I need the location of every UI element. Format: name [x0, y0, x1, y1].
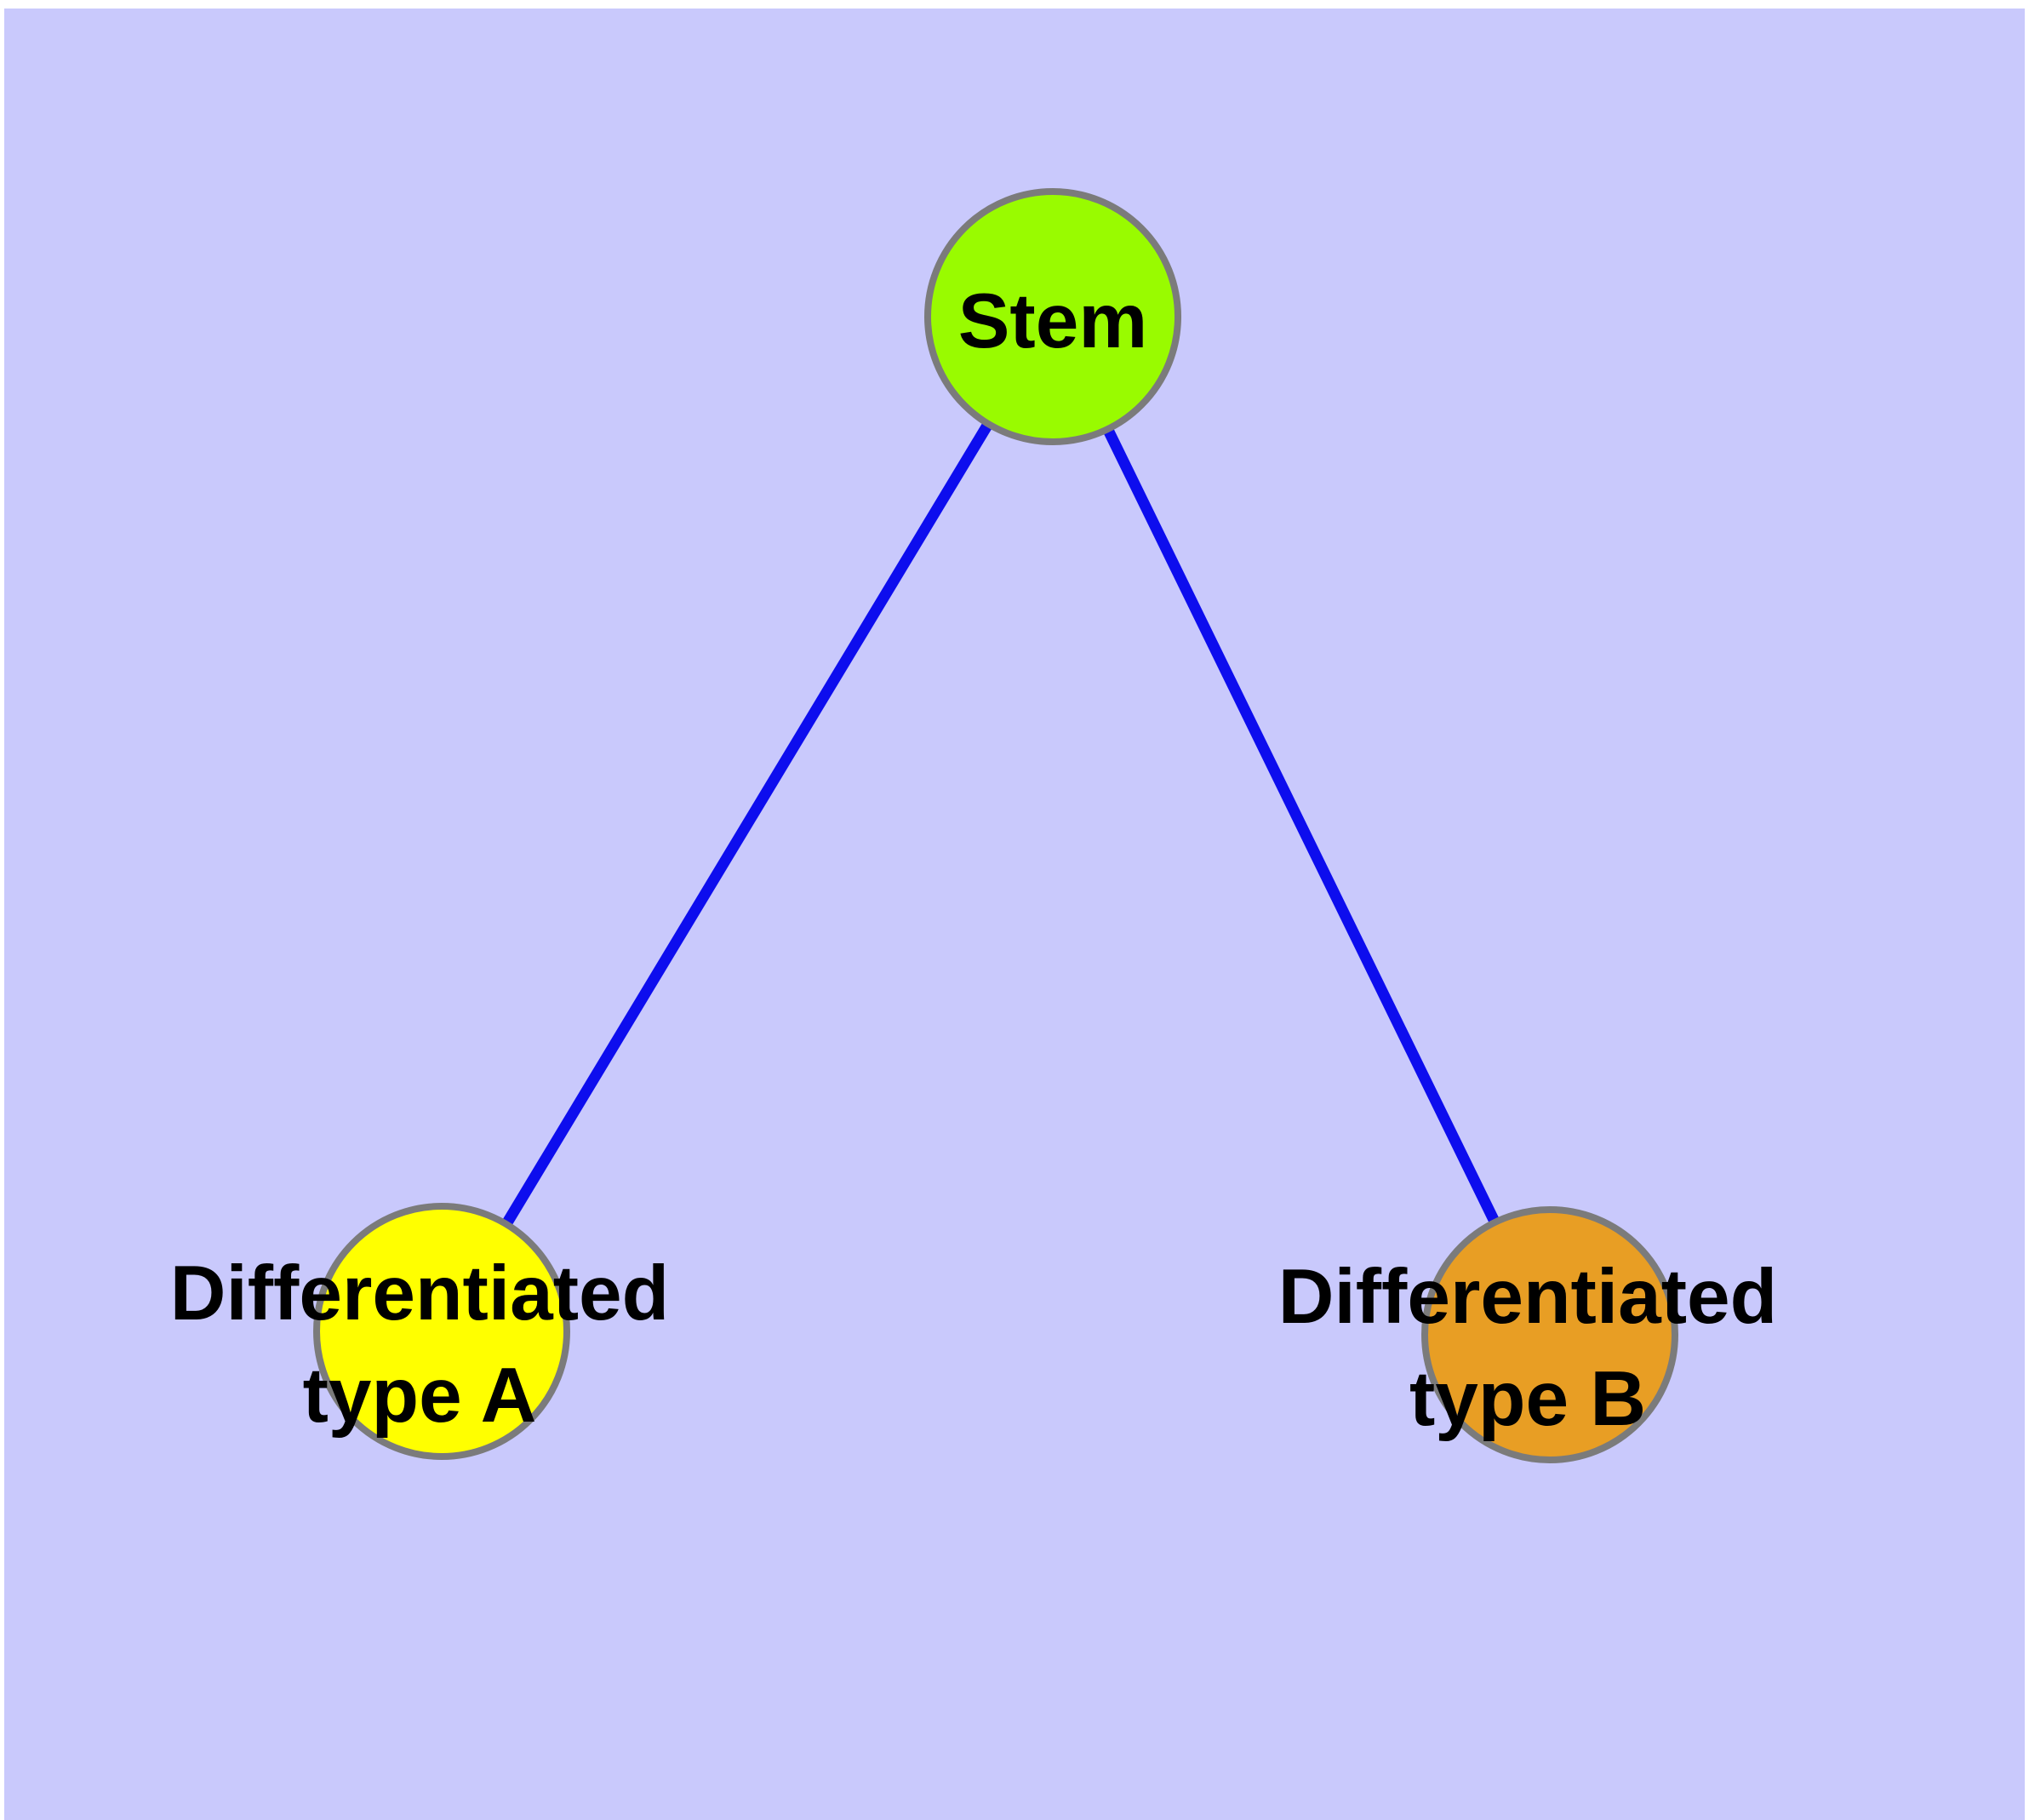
node-stem: Stem	[924, 188, 1181, 445]
node-stem-circle	[924, 188, 1181, 445]
node-type-a-label-line1: Differentiated	[170, 1251, 670, 1336]
node-type-b-label-line2: type B	[1409, 1356, 1646, 1442]
node-differentiated-type-b: Differentiated type B	[1278, 1206, 1778, 1463]
edge-group	[437, 313, 1555, 1337]
edge-stem-to-type-a	[437, 313, 1058, 1335]
node-type-a-label-line2: type A	[303, 1353, 537, 1439]
node-type-b-circle	[1421, 1206, 1678, 1463]
node-type-b-label-line1: Differentiated	[1278, 1254, 1778, 1340]
node-differentiated-type-a: Differentiated type A	[170, 1203, 670, 1460]
edge-stem-to-type-b	[1048, 314, 1555, 1337]
node-stem-label: Stem	[958, 278, 1148, 364]
node-type-a-circle	[313, 1203, 570, 1460]
